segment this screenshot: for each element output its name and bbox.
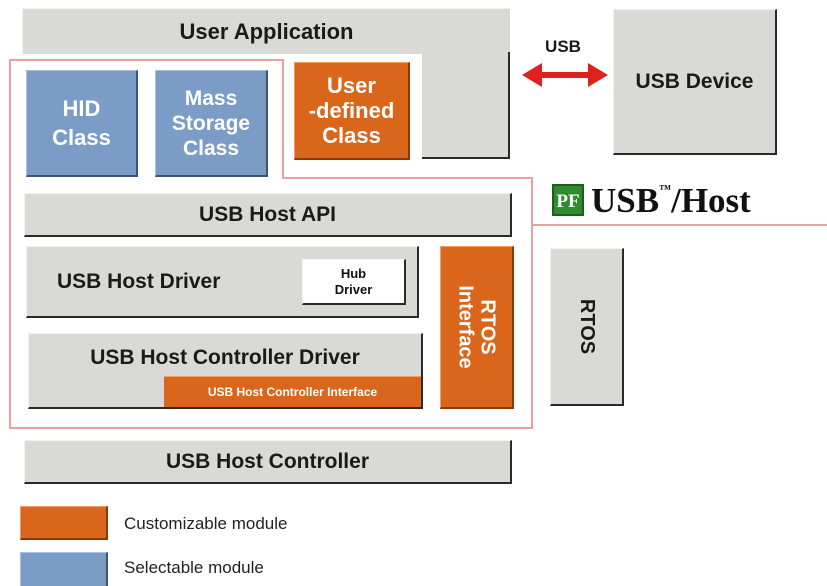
legend-swatch-selectable (20, 552, 108, 586)
usb-host-controller-interface-label: USB Host Controller Interface (207, 385, 378, 399)
usb-bidirectional-arrow-icon (522, 63, 608, 87)
usb-host-api-block: USB Host API (24, 193, 512, 237)
usb-device-block: USB Device (613, 9, 777, 155)
legend-swatch-customizable (20, 506, 108, 540)
usb-host-api-label: USB Host API (199, 202, 336, 226)
logo-usb-text: USB (591, 180, 660, 220)
mass-storage-class-label: Mass Storage Class (171, 86, 251, 160)
user-defined-class-label: User -defined Class (308, 73, 395, 148)
usb-host-controller-block: USB Host Controller (24, 440, 512, 484)
hid-class-block: HID Class (26, 70, 138, 177)
legend-label-customizable: Customizable module (124, 514, 288, 533)
usb-host-driver-label: USB Host Driver (57, 269, 221, 293)
hub-driver-block: Hub Driver (302, 259, 406, 305)
user-application-drop (422, 52, 510, 159)
usb-link-label: USB (545, 37, 581, 56)
usb-device-label: USB Device (635, 69, 754, 93)
product-logo: PF USB ™ /Host (552, 178, 751, 222)
usb-host-controller-driver-label: USB Host Controller Driver (90, 346, 360, 369)
logo-host-text: /Host (671, 180, 751, 220)
user-application-label: User Application (179, 18, 354, 44)
rtos-interface-label: RTOS Interface (454, 285, 499, 369)
logo-trademark: ™ (659, 182, 672, 196)
rtos-block: RTOS (550, 248, 624, 406)
user-application-top: User Application (22, 8, 510, 54)
usb-host-controller-label: USB Host Controller (165, 449, 369, 473)
mass-storage-class-block: Mass Storage Class (155, 70, 268, 177)
usb-host-controller-interface-block: USB Host Controller Interface (164, 376, 421, 407)
rtos-interface-block: RTOS Interface (440, 246, 514, 409)
hub-driver-label: Hub Driver (334, 265, 373, 297)
pf-logo-mark-icon: PF (552, 184, 584, 216)
rtos-label: RTOS (575, 298, 598, 355)
legend-label-selectable: Selectable module (124, 558, 264, 577)
hid-class-label: HID Class (52, 96, 111, 150)
user-defined-class-block: User -defined Class (294, 62, 410, 160)
